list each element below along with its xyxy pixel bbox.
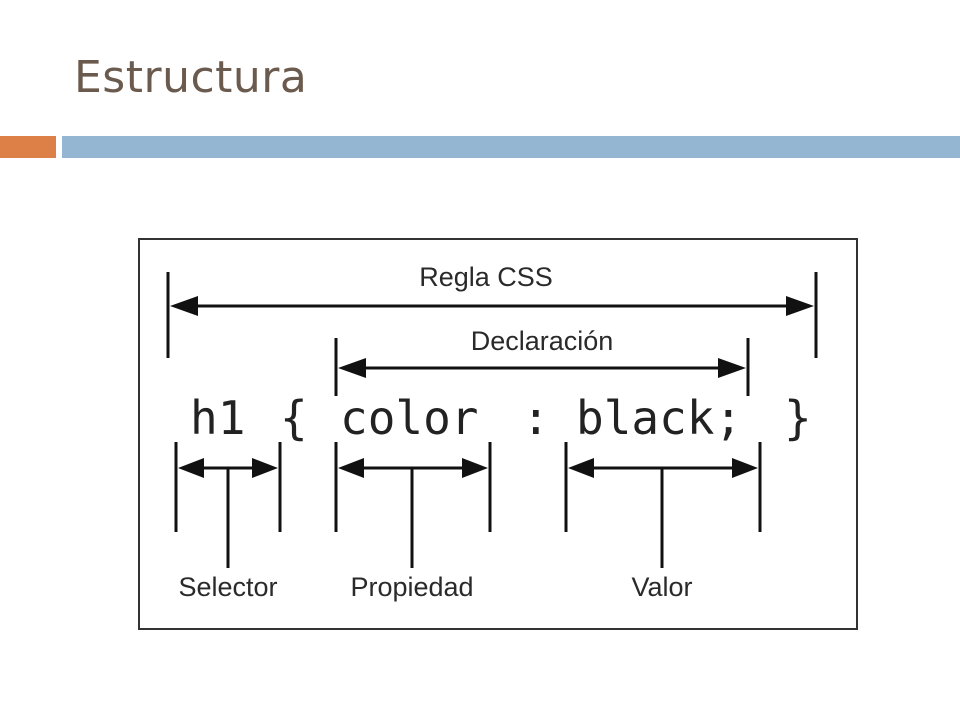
arrow-right-head (252, 458, 278, 478)
rule-span (166, 272, 818, 358)
arrow-right-head (786, 296, 814, 316)
arrow-right-head (732, 458, 758, 478)
arrow-right-head (718, 358, 746, 378)
accent-bar-orange (0, 136, 56, 158)
arrow-left-head (170, 296, 198, 316)
code-value: black; (576, 391, 742, 445)
arrow-right-head (462, 458, 488, 478)
code-colon: : (522, 391, 550, 445)
rule-label: Regla CSS (419, 262, 553, 292)
arrow-left-head (338, 358, 366, 378)
css-rule-diagram: Regla CSS Declaración h1 { color : black… (138, 238, 858, 630)
code-close-brace: } (784, 391, 812, 445)
value-span (564, 442, 762, 568)
code-selector: h1 (190, 391, 245, 445)
arrow-left-head (178, 458, 204, 478)
code-property: color (340, 391, 478, 445)
code-open-brace: { (280, 391, 308, 445)
accent-bar-blue (62, 136, 960, 158)
arrow-left-head (338, 458, 364, 478)
slide-title: Estructura (74, 52, 308, 103)
property-span (334, 442, 492, 568)
declaration-span (334, 338, 750, 396)
selector-label: Selector (178, 572, 277, 602)
property-label: Propiedad (350, 572, 473, 602)
selector-span (174, 442, 282, 568)
arrow-left-head (568, 458, 594, 478)
declaration-label: Declaración (471, 326, 614, 356)
value-label: Valor (631, 572, 692, 602)
